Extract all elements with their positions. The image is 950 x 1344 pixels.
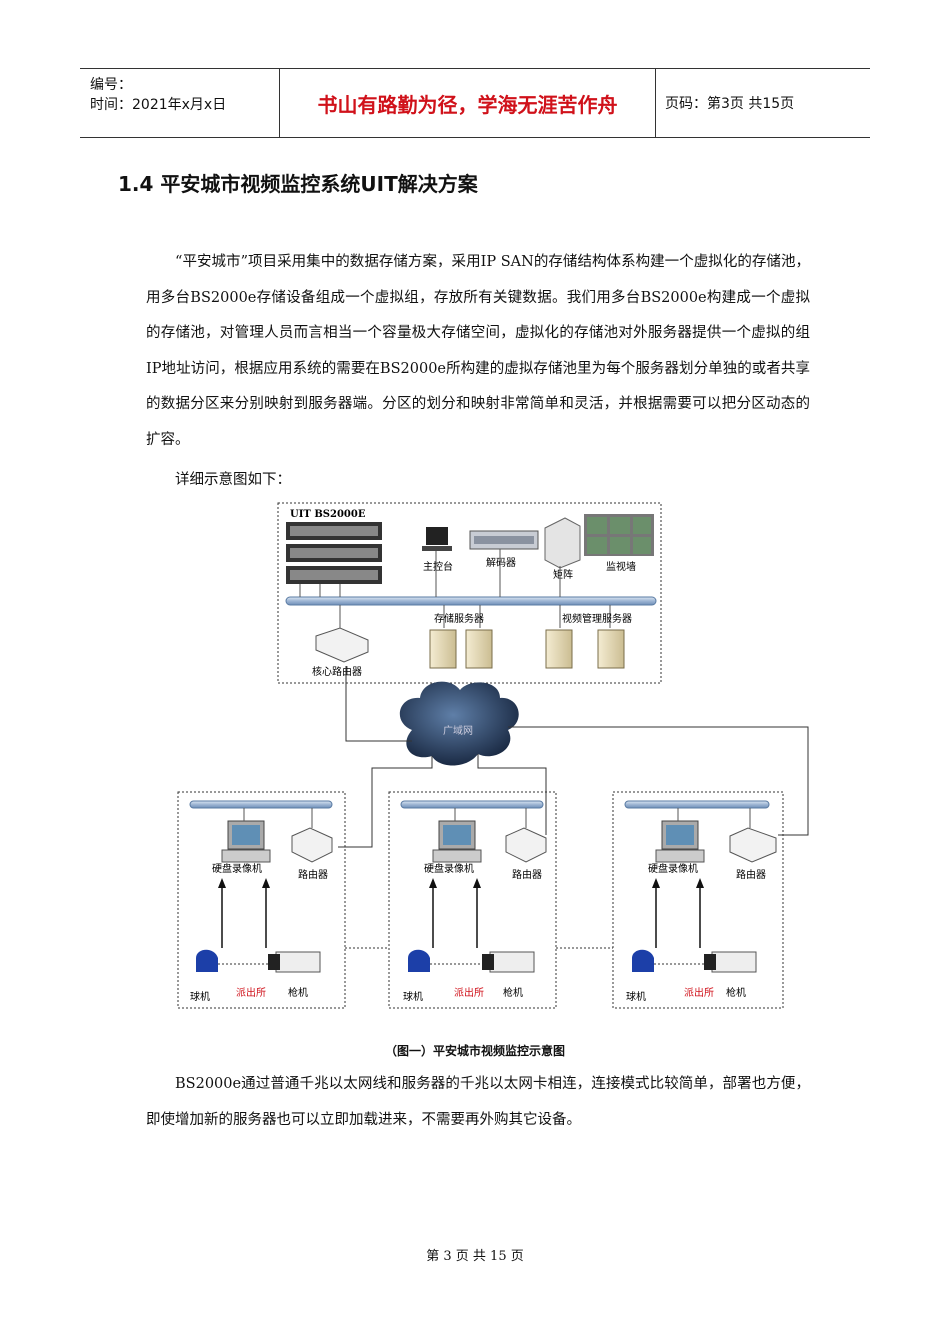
paragraph-intro: “平安城市”项目采用集中的数据存储方案，采用IP SAN的存储结构体系构建一个虚… — [146, 254, 810, 448]
paragraph-diagram-lead: 详细示意图如下： — [175, 472, 291, 488]
header-page-info: 页码：第3页 共15页 — [665, 96, 795, 112]
station-box-3 — [612, 791, 784, 1009]
gun-camera-label-3: 枪机 — [726, 986, 746, 999]
video-wall-icon — [584, 514, 654, 556]
header-left-cell: 编号： 时间：2021年x月x日 — [80, 69, 280, 137]
section-title: 1.4 平安城市视频监控系统UIT解决方案 — [118, 172, 478, 196]
storage-array-icon — [286, 522, 382, 584]
paragraph-connection: BS2000e通过普通千兆以太网线和服务器的千兆以太网卡相连，连接模式比较简单，… — [146, 1076, 810, 1128]
dvr-label-2: 硬盘录像机 — [424, 862, 474, 875]
gun-camera-label-1: 枪机 — [288, 986, 308, 999]
core-router-label: 核心路由器 — [312, 665, 362, 678]
dome-camera-label-2: 球机 — [403, 990, 423, 1003]
video-mgmt-server-label: 视频管理服务器 — [562, 612, 632, 625]
document-date: 时间：2021年x月x日 — [90, 97, 227, 113]
decoder-label: 解码器 — [486, 556, 516, 569]
dvr-label-1: 硬盘录像机 — [212, 862, 262, 875]
matrix-label: 矩阵 — [553, 568, 573, 581]
router-label-1: 路由器 — [298, 868, 328, 881]
station-label-3: 派出所 — [684, 986, 714, 999]
page-footer: 第 3 页 共 15 页 — [426, 1249, 524, 1264]
wan-label: 广域网 — [443, 724, 473, 737]
console-label: 主控台 — [423, 560, 453, 573]
dome-camera-label-1: 球机 — [190, 990, 210, 1003]
station-label-2: 派出所 — [454, 986, 484, 999]
video-wall-label: 监视墙 — [606, 560, 636, 573]
wan-cloud-icon — [399, 681, 519, 766]
page-header: 编号： 时间：2021年x月x日 书山有路勤为径，学海无涯苦作舟 页码：第3页 … — [80, 68, 870, 138]
core-router-icon — [315, 627, 369, 663]
router-label-3: 路由器 — [736, 868, 766, 881]
dome-camera-label-3: 球机 — [626, 990, 646, 1003]
video-mgmt-server-icon — [545, 629, 625, 669]
station-label-1: 派出所 — [236, 986, 266, 999]
figure-caption: （图一）平安城市视频监控示意图 — [384, 1044, 565, 1058]
gun-camera-label-2: 枪机 — [503, 986, 523, 999]
datacenter-bus — [285, 596, 657, 606]
header-motto: 书山有路勤为径，学海无涯苦作舟 — [280, 69, 656, 137]
station-box-2 — [388, 791, 557, 1009]
matrix-icon — [544, 517, 581, 569]
storage-title: UIT BS2000E — [290, 509, 366, 520]
decoder-icon — [469, 530, 539, 550]
document-number: 编号： — [90, 77, 132, 93]
storage-server-label: 存储服务器 — [434, 612, 484, 625]
dvr-label-3: 硬盘录像机 — [648, 862, 698, 875]
storage-server-icon — [429, 629, 493, 669]
station-box-1 — [177, 791, 346, 1009]
router-label-2: 路由器 — [512, 868, 542, 881]
console-icon — [422, 527, 452, 551]
